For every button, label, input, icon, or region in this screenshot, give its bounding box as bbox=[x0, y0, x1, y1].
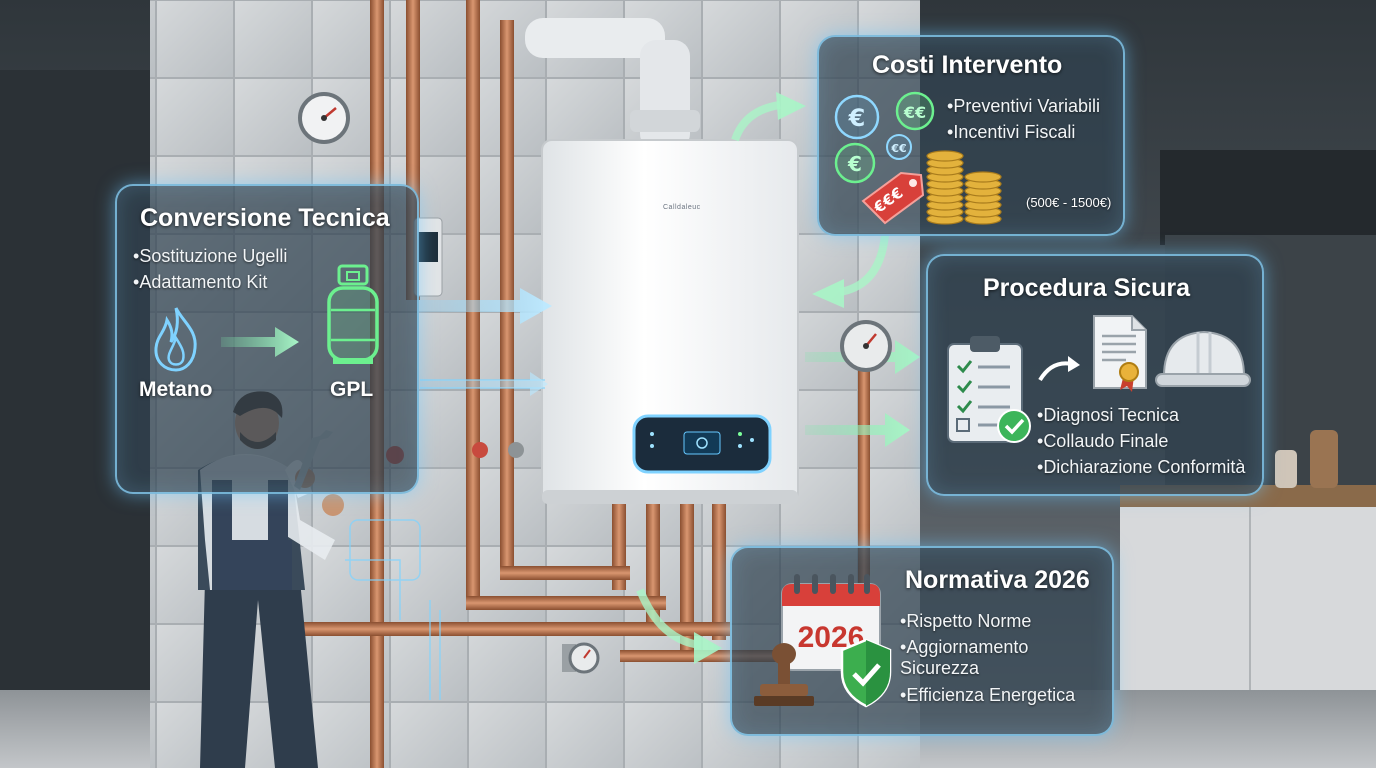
bullet-list: Sostituzione Ugelli Adattamento Kit bbox=[133, 243, 287, 295]
fuel-label-metano: Metano bbox=[139, 378, 213, 401]
bullet-item: Aggiornamento Sicurezza bbox=[900, 634, 1080, 682]
bullet-list: Preventivi Variabili Incentivi Fiscali bbox=[947, 93, 1100, 145]
boiler-brand: Calldaleuc bbox=[663, 204, 701, 211]
fuel-label-gpl: GPL bbox=[330, 378, 374, 401]
panel-procedura-sicura: Procedura Sicura bbox=[926, 254, 1264, 496]
panel-costi-intervento: Costi Intervento Preventivi Variabili In… bbox=[817, 35, 1125, 236]
certificate-icon bbox=[1093, 315, 1147, 392]
pressure-gauge-icon bbox=[562, 642, 600, 674]
bullet-list: Rispetto Norme Aggiornamento Sicurezza E… bbox=[900, 608, 1080, 708]
pressure-gauge-icon bbox=[840, 320, 892, 372]
panel-title: Normativa 2026 bbox=[905, 566, 1090, 594]
coin-stack-icon bbox=[926, 150, 1002, 225]
flame-icon bbox=[154, 307, 197, 372]
price-tag-icon: €€€ bbox=[861, 171, 925, 225]
shield-check-icon bbox=[840, 638, 892, 708]
cost-range: (500€ - 1500€) bbox=[1026, 195, 1112, 210]
bullet-item: Adattamento Kit bbox=[133, 269, 287, 295]
bullet-item: Rispetto Norme bbox=[900, 608, 1080, 634]
bullet-list: Diagnosi Tecnica Collaudo Finale Dichiar… bbox=[1037, 402, 1245, 480]
panel-conversione-tecnica: Conversione Tecnica Sostituzione Ugelli … bbox=[115, 184, 419, 494]
panel-title: Costi Intervento bbox=[872, 51, 1063, 79]
euro-coin-icon: € €€ € €€ bbox=[834, 91, 935, 184]
panel-title: Conversione Tecnica bbox=[140, 204, 390, 232]
panel-normativa-2026: Normativa 2026 2026 Rispetto Norme Aggio… bbox=[730, 546, 1114, 736]
coin-symbol: €€ bbox=[903, 103, 926, 122]
gas-cylinder-icon bbox=[327, 264, 379, 364]
hard-hat-icon bbox=[1155, 330, 1251, 387]
stamp-icon bbox=[754, 643, 814, 706]
coin-symbol: €€ bbox=[890, 142, 906, 155]
pressure-gauge-icon bbox=[298, 92, 350, 144]
bullet-item: Diagnosi Tecnica bbox=[1037, 402, 1245, 428]
bullet-item: Preventivi Variabili bbox=[947, 93, 1100, 119]
arrow-right-icon bbox=[221, 327, 299, 357]
bullet-item: Efficienza Energetica bbox=[900, 682, 1080, 708]
bullet-item: Sostituzione Ugelli bbox=[133, 243, 287, 269]
checklist-icon bbox=[947, 336, 1031, 443]
bullet-item: Incentivi Fiscali bbox=[947, 119, 1100, 145]
arrow-right-icon bbox=[1038, 356, 1080, 382]
bullet-item: Dichiarazione Conformità bbox=[1037, 454, 1245, 480]
bullet-item: Collaudo Finale bbox=[1037, 428, 1245, 454]
coin-symbol: € bbox=[848, 104, 866, 132]
panel-title: Procedura Sicura bbox=[983, 274, 1191, 302]
coin-symbol: € bbox=[847, 152, 862, 176]
